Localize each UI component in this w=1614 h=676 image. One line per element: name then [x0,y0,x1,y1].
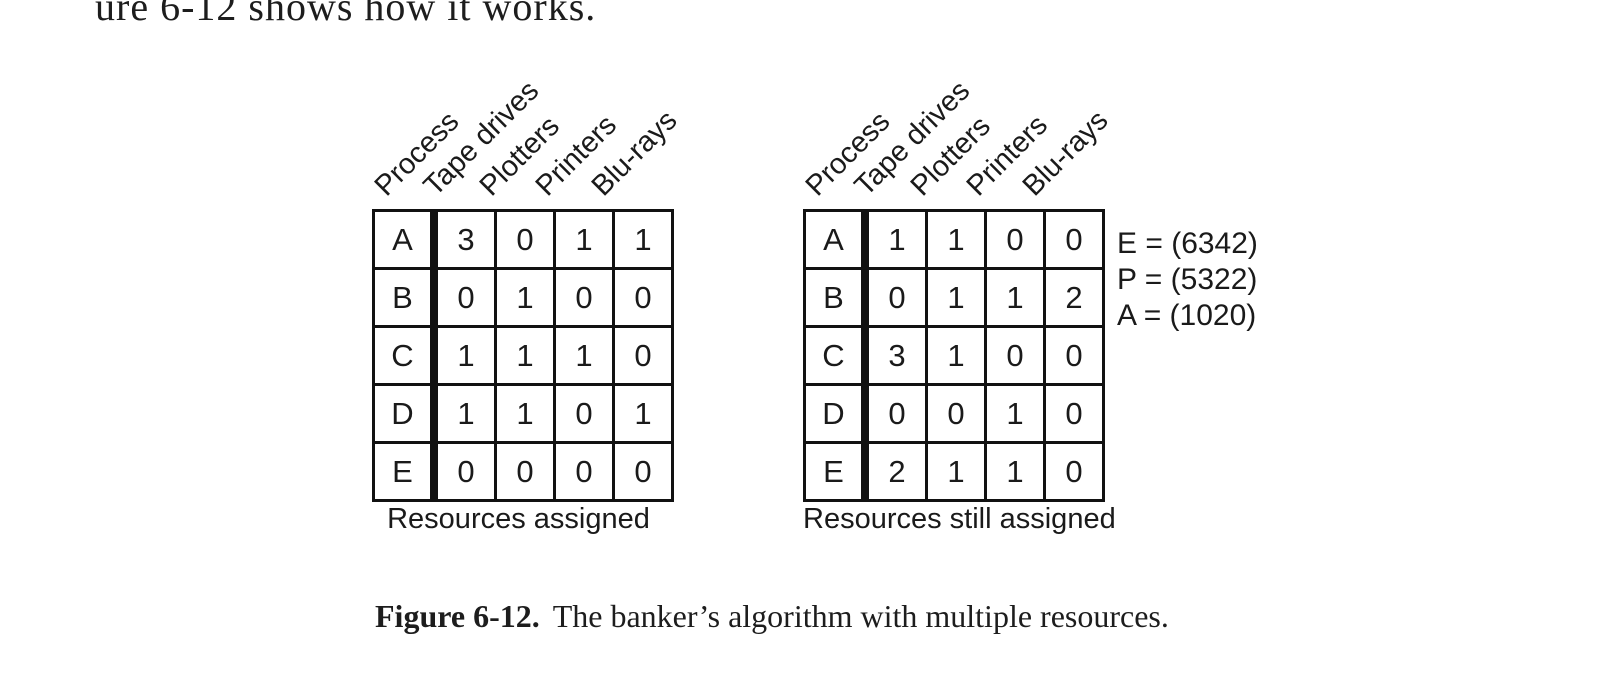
resource-vectors: E = (6342) P = (5322) A = (1020) [1117,226,1258,334]
value-cell: 0 [432,267,497,328]
value-cell: 1 [984,267,1046,328]
value-cell: 2 [1043,267,1105,328]
value-cell: 0 [553,441,615,502]
value-cell: 0 [1043,325,1105,386]
vector-available: A = (1020) [1117,299,1257,332]
figure-caption-number: Figure 6-12. [375,598,540,634]
table-row: C 3 1 0 0 [803,325,1105,386]
value-cell: 0 [553,383,615,444]
value-cell: 1 [494,267,556,328]
table-row: E 0 0 0 0 [372,441,674,502]
value-cell: 0 [863,267,928,328]
process-cell: B [372,267,438,328]
value-cell: 0 [925,383,987,444]
value-cell: 1 [863,209,928,270]
value-cell: 1 [553,209,615,270]
value-cell: 0 [553,267,615,328]
value-cell: 0 [612,267,674,328]
value-cell: 0 [494,441,556,502]
process-cell: C [803,325,869,386]
value-cell: 0 [984,325,1046,386]
right-table-caption: Resources still assigned [803,503,1116,535]
table-row: D 0 0 1 0 [803,383,1105,444]
process-cell: B [803,267,869,328]
value-cell: 0 [984,209,1046,270]
value-cell: 0 [863,383,928,444]
value-cell: 2 [863,441,928,502]
value-cell: 1 [984,441,1046,502]
table-row: B 0 1 1 2 [803,267,1105,328]
process-cell: E [372,441,438,502]
value-cell: 1 [925,209,987,270]
table-row: B 0 1 0 0 [372,267,674,328]
value-cell: 0 [1043,441,1105,502]
value-cell: 1 [553,325,615,386]
table-row: E 2 1 1 0 [803,441,1105,502]
value-cell: 1 [925,325,987,386]
value-cell: 1 [984,383,1046,444]
process-cell: D [803,383,869,444]
value-cell: 0 [1043,383,1105,444]
process-cell: E [803,441,869,502]
value-cell: 1 [432,325,497,386]
process-cell: A [803,209,869,270]
left-table-caption: Resources assigned [387,503,650,535]
value-cell: 0 [1043,209,1105,270]
value-cell: 1 [925,267,987,328]
process-cell: A [372,209,438,270]
vector-existing: E = (6342) [1117,227,1258,260]
process-cell: C [372,325,438,386]
value-cell: 0 [432,441,497,502]
value-cell: 1 [925,441,987,502]
resources-still-assigned-table: A 1 1 0 0 B 0 1 1 2 C 3 1 0 0 D 0 0 1 0 [803,209,1105,502]
figure-caption-text: The banker’s algorithm with multiple res… [552,598,1169,634]
vector-possessed: P = (5322) [1117,263,1258,296]
value-cell: 3 [432,209,497,270]
value-cell: 0 [612,441,674,502]
body-text-fragment: ure 6-12 shows how it works. [95,0,597,29]
resources-assigned-table: A 3 0 1 1 B 0 1 0 0 C 1 1 1 0 D 1 1 0 1 [372,209,674,502]
figure-caption: Figure 6-12. The banker’s algorithm with … [375,598,1169,635]
table-row: D 1 1 0 1 [372,383,674,444]
value-cell: 0 [494,209,556,270]
value-cell: 1 [612,383,674,444]
value-cell: 1 [494,325,556,386]
table-row: A 3 0 1 1 [372,209,674,270]
value-cell: 1 [494,383,556,444]
value-cell: 3 [863,325,928,386]
value-cell: 0 [612,325,674,386]
table-row: C 1 1 1 0 [372,325,674,386]
value-cell: 1 [432,383,497,444]
value-cell: 1 [612,209,674,270]
process-cell: D [372,383,438,444]
table-row: A 1 1 0 0 [803,209,1105,270]
